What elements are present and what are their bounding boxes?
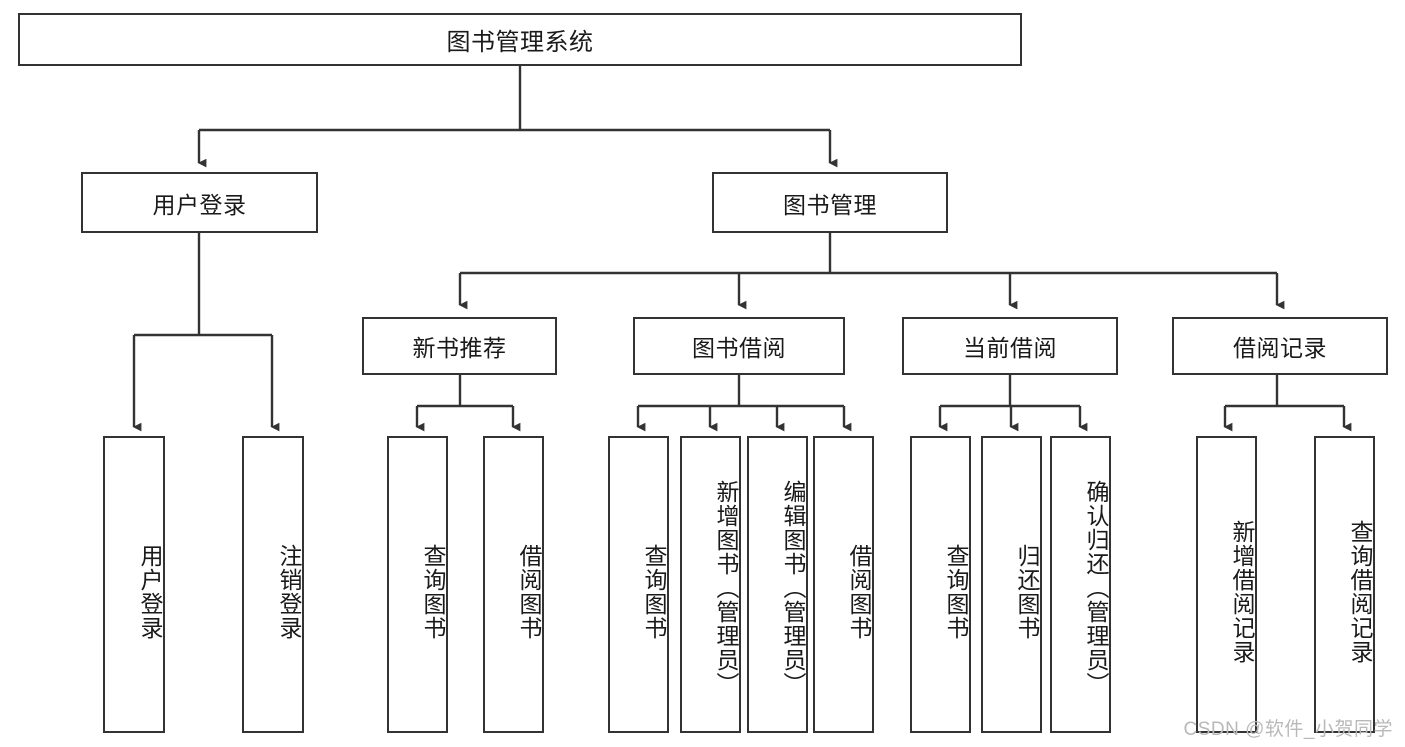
leaf-query-book-recommend[interactable]: 查询图书 bbox=[387, 436, 448, 733]
node-book-manage[interactable]: 图书管理 bbox=[712, 172, 948, 233]
node-label: 新增图书（管理员） bbox=[713, 479, 739, 696]
node-label: 图书管理系统 bbox=[446, 29, 594, 56]
node-label: 归还图书 bbox=[1014, 543, 1040, 640]
node-label: 图书管理 bbox=[783, 191, 877, 218]
node-label: 注销登录 bbox=[276, 543, 302, 640]
leaf-query-borrow-record[interactable]: 查询借阅记录 bbox=[1314, 436, 1375, 733]
node-label: 用户登录 bbox=[152, 191, 247, 218]
node-label: 编辑图书（管理员） bbox=[780, 479, 806, 696]
leaf-add-book-admin[interactable]: 新增图书（管理员） bbox=[680, 436, 741, 733]
node-label: 查询图书 bbox=[420, 543, 446, 640]
node-root-book-management-system[interactable]: 图书管理系统 bbox=[18, 13, 1022, 66]
node-label: 借阅图书 bbox=[846, 543, 872, 640]
watermark-text: CSDN @软件_小贺同学 bbox=[1183, 719, 1393, 740]
leaf-user-login[interactable]: 用户登录 bbox=[103, 436, 165, 733]
node-user-login[interactable]: 用户登录 bbox=[81, 172, 318, 233]
node-label: 确认归还（管理员） bbox=[1083, 479, 1109, 696]
node-label: 当前借阅 bbox=[963, 335, 1057, 361]
node-book-borrow[interactable]: 图书借阅 bbox=[633, 317, 845, 375]
leaf-logout[interactable]: 注销登录 bbox=[242, 436, 304, 733]
leaf-query-book-current[interactable]: 查询图书 bbox=[910, 436, 971, 733]
node-borrow-record[interactable]: 借阅记录 bbox=[1172, 317, 1388, 375]
node-new-book-recommend[interactable]: 新书推荐 bbox=[362, 317, 557, 375]
node-label: 借阅记录 bbox=[1233, 335, 1327, 361]
leaf-query-book-borrow[interactable]: 查询图书 bbox=[608, 436, 669, 733]
node-label: 新增借阅记录 bbox=[1229, 519, 1255, 664]
leaf-return-book[interactable]: 归还图书 bbox=[981, 436, 1042, 733]
leaf-add-borrow-record[interactable]: 新增借阅记录 bbox=[1196, 436, 1257, 733]
leaf-borrow-book-recommend[interactable]: 借阅图书 bbox=[483, 436, 544, 733]
node-current-borrow[interactable]: 当前借阅 bbox=[902, 317, 1118, 375]
node-label: 用户登录 bbox=[137, 543, 163, 640]
node-label: 查询图书 bbox=[943, 543, 969, 640]
node-label: 查询借阅记录 bbox=[1347, 519, 1373, 664]
leaf-confirm-return-admin[interactable]: 确认归还（管理员） bbox=[1050, 436, 1111, 733]
leaf-borrow-book-borrow[interactable]: 借阅图书 bbox=[813, 436, 874, 733]
node-label: 借阅图书 bbox=[516, 543, 542, 640]
node-label: 查询图书 bbox=[641, 543, 667, 640]
leaf-edit-book-admin[interactable]: 编辑图书（管理员） bbox=[747, 436, 808, 733]
node-label: 新书推荐 bbox=[412, 335, 507, 361]
node-label: 图书借阅 bbox=[692, 335, 786, 361]
